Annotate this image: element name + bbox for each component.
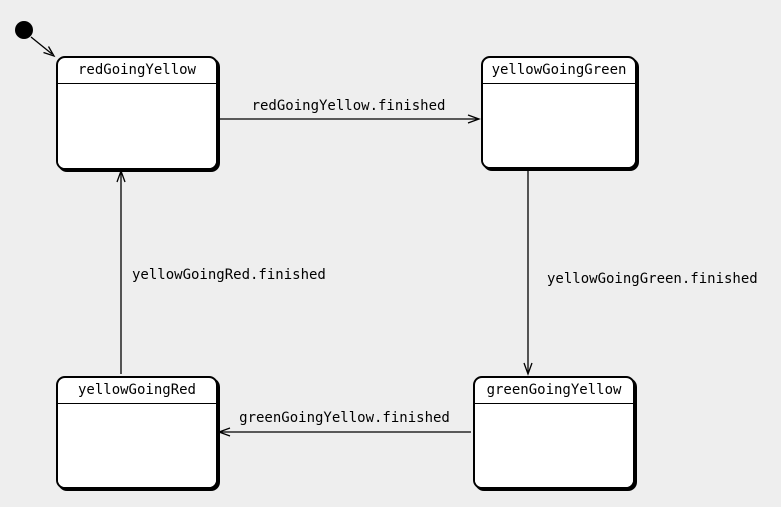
initial-state-icon[interactable] — [15, 21, 33, 39]
transition-label: greenGoingYellow.finished — [239, 410, 450, 426]
state-body — [483, 84, 635, 167]
transition-label: yellowGoingGreen.finished — [547, 271, 758, 287]
transition-label: redGoingYellow.finished — [251, 98, 446, 114]
transition-arrowhead — [116, 169, 126, 183]
state-body — [58, 84, 216, 168]
state-body — [58, 404, 216, 487]
transition-arrowhead — [523, 362, 533, 376]
state-body — [475, 404, 633, 487]
state-yellowGoingRed[interactable]: yellowGoingRed — [56, 376, 218, 489]
state-title: yellowGoingRed — [58, 378, 216, 404]
transition-arrowhead — [467, 114, 481, 124]
transition-arrowhead — [43, 46, 56, 58]
transition-line-initial — [30, 36, 53, 55]
transition-arrowhead — [217, 427, 231, 437]
state-redGoingYellow[interactable]: redGoingYellow — [56, 56, 218, 170]
state-greenGoingYellow[interactable]: greenGoingYellow — [473, 376, 635, 489]
state-title: yellowGoingGreen — [483, 58, 635, 84]
transition-label: yellowGoingRed.finished — [132, 267, 326, 283]
state-title: redGoingYellow — [58, 58, 216, 84]
state-title: greenGoingYellow — [475, 378, 633, 404]
state-yellowGoingGreen[interactable]: yellowGoingGreen — [481, 56, 637, 169]
